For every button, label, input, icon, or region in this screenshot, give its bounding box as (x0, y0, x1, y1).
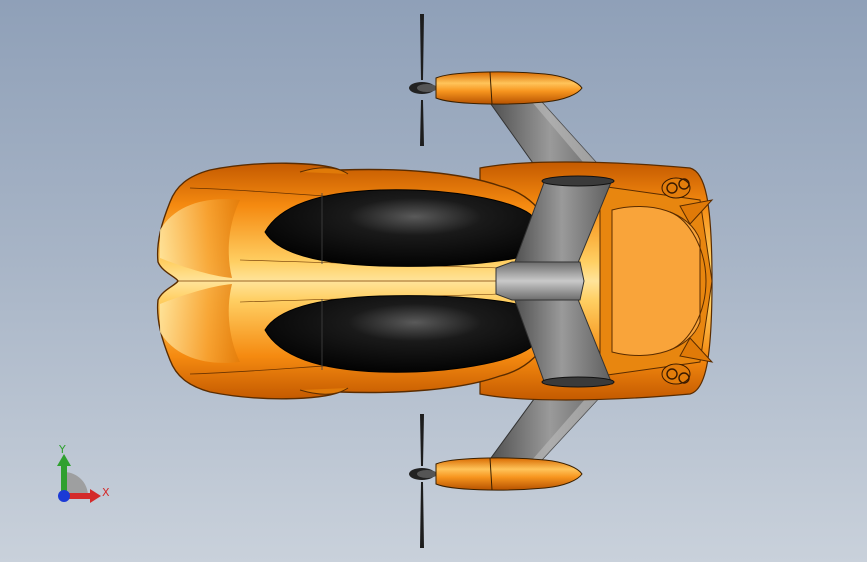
x-axis-label: X (102, 486, 110, 499)
axis-triad (57, 454, 101, 503)
propeller-bottom (409, 414, 437, 548)
y-axis-label: Y (59, 443, 66, 456)
x-axis-arrow (64, 489, 101, 503)
canopy-top (264, 189, 538, 267)
engine-pod-bottom (435, 457, 583, 491)
propeller-top (409, 14, 437, 146)
canopy-bottom (264, 295, 538, 373)
z-axis-dot (58, 490, 70, 502)
triad-plane (64, 472, 88, 496)
y-axis-arrow (57, 454, 71, 494)
wing-center (495, 175, 615, 388)
engine-pod-top (435, 71, 583, 105)
